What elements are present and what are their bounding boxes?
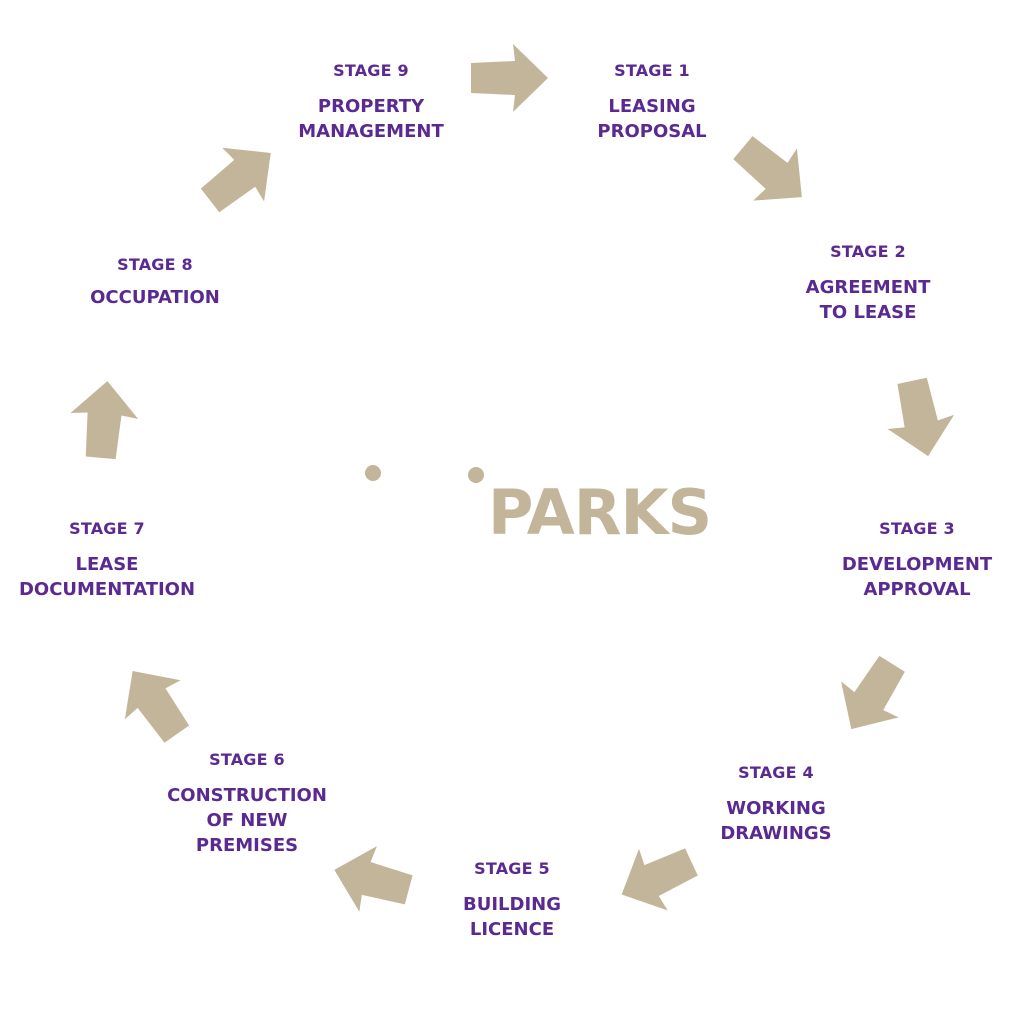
stage-4: STAGE 4 WORKING DRAWINGS xyxy=(720,763,831,846)
stage-1: STAGE 1 LEASING PROPOSAL xyxy=(597,61,706,144)
stage-title: PROPERTY MANAGEMENT xyxy=(298,96,444,142)
stage-title: WORKING DRAWINGS xyxy=(720,798,832,844)
stage-6: STAGE 6 CONSTRUCTION OF NEW PREMISES xyxy=(167,750,327,858)
stage-title: DEVELOPMENT APPROVAL xyxy=(841,554,993,600)
stage-number: STAGE 9 xyxy=(333,61,409,80)
stage-5: STAGE 5 BUILDING LICENCE xyxy=(463,859,561,942)
arrow-icon xyxy=(471,44,548,112)
stage-title: LEASING PROPOSAL xyxy=(597,96,707,142)
stage-title: AGREEMENT TO LEASE xyxy=(805,277,931,323)
stage-title: OCCUPATION xyxy=(90,287,220,308)
stage-number: STAGE 8 xyxy=(117,255,193,274)
arrow-icon xyxy=(841,655,905,730)
stage-number: STAGE 2 xyxy=(830,242,906,261)
stage-number: STAGE 7 xyxy=(69,519,145,538)
stage-7: STAGE 7 LEASE DOCUMENTATION xyxy=(19,519,195,602)
arrow-icon xyxy=(621,848,698,911)
arrow-icon xyxy=(70,381,139,460)
arrow-icon xyxy=(124,671,190,743)
logo-text: PARKS xyxy=(488,476,712,549)
stage-title: LEASE DOCUMENTATION xyxy=(18,554,196,600)
stage-2: STAGE 2 AGREEMENT TO LEASE xyxy=(806,242,931,325)
stage-3: STAGE 3 DEVELOPMENT APPROVAL xyxy=(842,519,992,602)
stage-number: STAGE 5 xyxy=(474,859,550,878)
stage-8: STAGE 8 OCCUPATION xyxy=(90,255,220,310)
arrow-icon xyxy=(334,846,413,912)
stage-number: STAGE 3 xyxy=(879,519,955,538)
stage-title: BUILDING LICENCE xyxy=(463,894,561,940)
stage-number: STAGE 6 xyxy=(209,750,285,769)
logo-dot xyxy=(468,467,484,483)
stage-number: STAGE 4 xyxy=(738,763,814,782)
logo-dot xyxy=(365,465,381,481)
stage-title: CONSTRUCTION OF NEW PREMISES xyxy=(167,785,327,856)
stage-9: STAGE 9 PROPERTY MANAGEMENT xyxy=(298,61,443,144)
arrow-icon xyxy=(887,377,955,457)
stage-number: STAGE 1 xyxy=(614,61,690,80)
arrow-icon xyxy=(200,147,271,213)
arrow-icon xyxy=(733,136,802,201)
